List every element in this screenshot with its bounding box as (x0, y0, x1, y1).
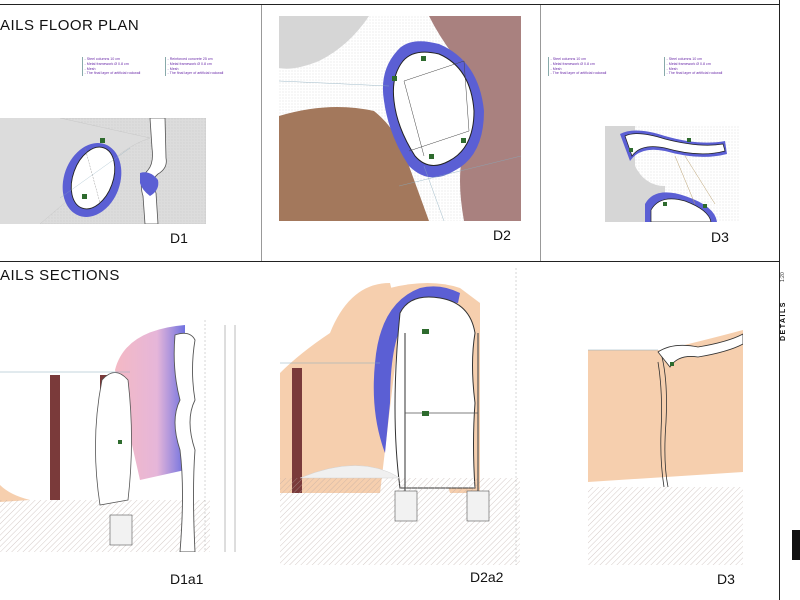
plan-d1-label: D1 (170, 230, 188, 246)
plan-divider-2 (540, 5, 541, 261)
title-block-logo (792, 530, 800, 560)
plan-d3-label: D3 (711, 229, 729, 245)
note-line: - Mesh (550, 66, 562, 71)
sheet-scale: 1:20 (780, 272, 786, 282)
plan-divider-1 (261, 5, 262, 261)
note-line: - The final layer of artificial rockwall (550, 71, 607, 76)
note-line: - Reinforced concrete 25 cm (167, 57, 213, 61)
note-line: - The final layer of artificial rockwall (167, 71, 224, 76)
section-d1a1-drawing (0, 320, 245, 552)
sheet-title: DETAILS (780, 301, 787, 341)
note-line: - Mesh (167, 66, 179, 71)
note-line: - The final layer of artificial rockwall (666, 71, 723, 76)
plan-d1-svg (0, 118, 206, 224)
sections-title: AILS SECTIONS (0, 267, 120, 284)
plan-d1-note-left: - Steel columns 10 cm - Metal framework … (82, 57, 141, 77)
note-line: - The final layer of artificial rockwall (84, 71, 141, 76)
note-line: - Metal framework Ø 0.8 cm (666, 61, 711, 66)
section-d1a1-svg (0, 320, 236, 552)
section-d3-label: D3 (717, 571, 735, 587)
note-line: - Mesh (84, 66, 96, 71)
section-d2a2-label: D2a2 (470, 569, 504, 585)
title-block-sidebar: 1:20 DETAILS (779, 0, 800, 600)
section-d3-drawing (588, 322, 743, 565)
note-line: - Metal framework Ø 0.8 cm (84, 61, 129, 66)
plan-d2-svg (279, 16, 521, 221)
plan-d3-drawing (605, 126, 739, 222)
section-d2a2-svg (280, 268, 520, 565)
plan-d3-note: - Steel columns 10 cm - Metal framework … (664, 57, 723, 77)
note-line: - Steel columns 10 cm (666, 57, 703, 61)
floor-plan-title: AILS FLOOR PLAN (0, 17, 140, 34)
note-line: - Metal framework Ø 0.8 cm (550, 61, 595, 66)
top-border (0, 4, 779, 5)
middle-divider (0, 261, 779, 262)
section-d3-svg (588, 330, 743, 565)
plan-d1-note-right: - Reinforced concrete 25 cm - Metal fram… (165, 57, 224, 77)
plan-d2-drawing (279, 16, 521, 221)
section-d1a1-label: D1a1 (170, 571, 204, 587)
note-line: - Steel columns 10 cm (84, 57, 121, 61)
plan-d2-label: D2 (493, 227, 511, 243)
note-line: - Metal framework Ø 0.8 cm (167, 61, 212, 66)
plan-d3-svg (605, 126, 739, 222)
section-d2a2-drawing (280, 263, 520, 565)
plan-d2-note: - Steel columns 10 cm - Metal framework … (548, 57, 607, 77)
note-line: - Steel columns 10 cm (550, 57, 587, 61)
plan-d1-drawing (0, 118, 206, 224)
note-line: - Mesh (666, 66, 678, 71)
